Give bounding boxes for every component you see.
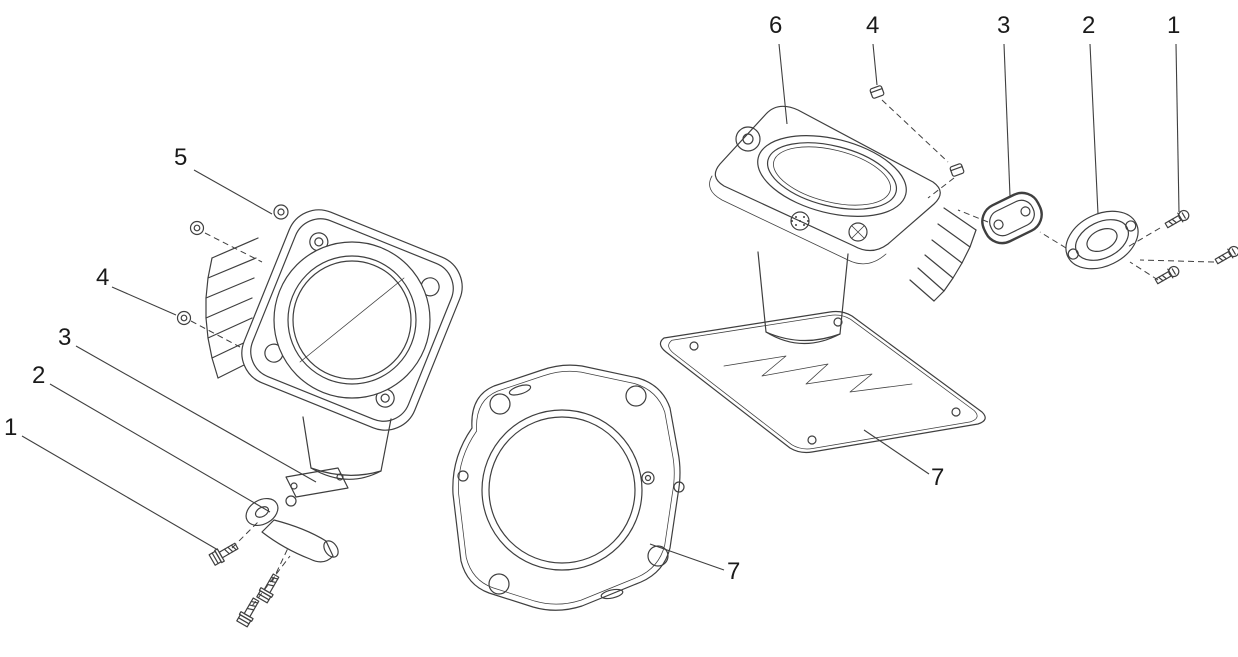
head-gasket-drawing <box>452 364 685 611</box>
callout-right-1: 1 <box>1167 12 1181 39</box>
water-pipe-drawing <box>245 495 339 563</box>
callout-right-6: 6 <box>769 12 783 39</box>
pipe-gasket-drawing <box>285 467 349 498</box>
cover-screws-drawing <box>1153 208 1238 287</box>
right-cylinder-drawing <box>709 105 977 345</box>
plug-screws-left <box>176 220 205 326</box>
callout-left-5: 5 <box>174 144 188 171</box>
left-cylinder-drawing <box>205 204 463 480</box>
water-cover-drawing <box>1065 210 1139 270</box>
leader-lines <box>21 43 1180 571</box>
pipe-bolts-drawing <box>208 539 283 628</box>
callout-right-3: 3 <box>997 12 1011 39</box>
construction-lines <box>190 99 1215 607</box>
cover-gasket-drawing <box>981 191 1043 245</box>
callout-right-2: 2 <box>1082 12 1096 39</box>
callout-left-4: 4 <box>96 264 110 291</box>
callout-left-1: 1 <box>4 414 18 441</box>
callout-left-3: 3 <box>58 324 72 351</box>
base-gasket-drawing <box>659 310 986 454</box>
callout-left-2: 2 <box>32 362 46 389</box>
callout-right-4: 4 <box>866 12 880 39</box>
callout-gasket-right-7: 7 <box>931 464 945 491</box>
callout-gasket-left-7: 7 <box>727 558 741 585</box>
